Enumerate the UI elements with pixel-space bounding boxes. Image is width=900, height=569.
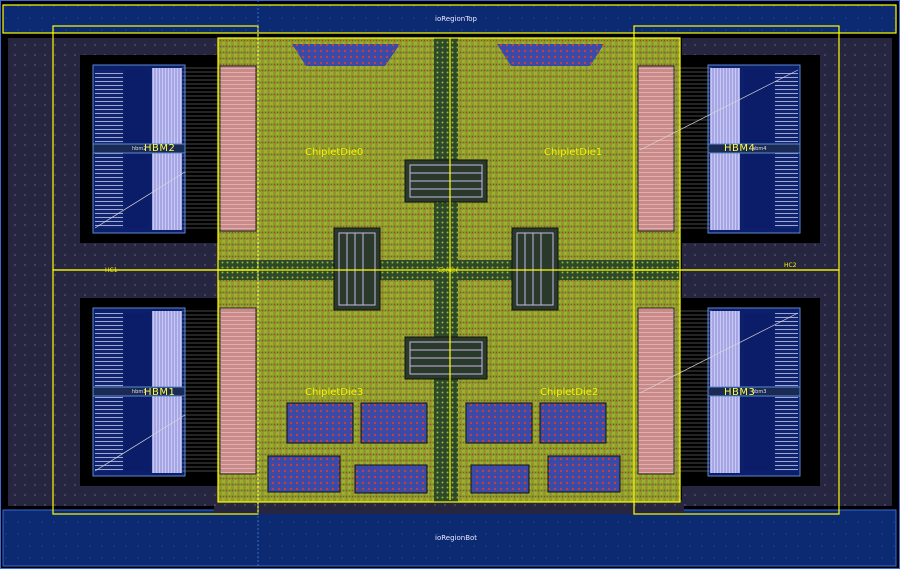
die0-edge-block [292, 44, 400, 66]
substrate-bottom [214, 500, 684, 514]
bridge-bottom [404, 336, 488, 380]
hbm4-center-bar [707, 143, 801, 154]
die0-phy [219, 65, 257, 232]
hbm-diagonals [94, 69, 799, 472]
die1-phy [637, 65, 675, 232]
die3-block-c [267, 455, 341, 493]
hbm2-center-bar [92, 143, 186, 154]
bridge-top [404, 159, 488, 203]
die2-block-a [465, 402, 533, 444]
hbm1-center-bar [92, 386, 186, 397]
hbm3-center-bar [707, 386, 801, 397]
bridge-left [333, 227, 381, 311]
die2-block-c [470, 464, 530, 494]
die2-block-d [547, 455, 621, 493]
hbm-wire-bundles [182, 67, 712, 472]
die1-edge-block [497, 44, 604, 66]
io-region-top [2, 4, 897, 34]
die3-block-b [360, 402, 428, 444]
die3-phy [219, 307, 257, 475]
bridge-right [511, 227, 559, 311]
die3-block-d [354, 464, 428, 494]
die2-block-b [539, 402, 607, 444]
io-region-bottom [2, 509, 897, 567]
yellow-outlines [2, 4, 897, 515]
die3-block-a [286, 402, 354, 444]
